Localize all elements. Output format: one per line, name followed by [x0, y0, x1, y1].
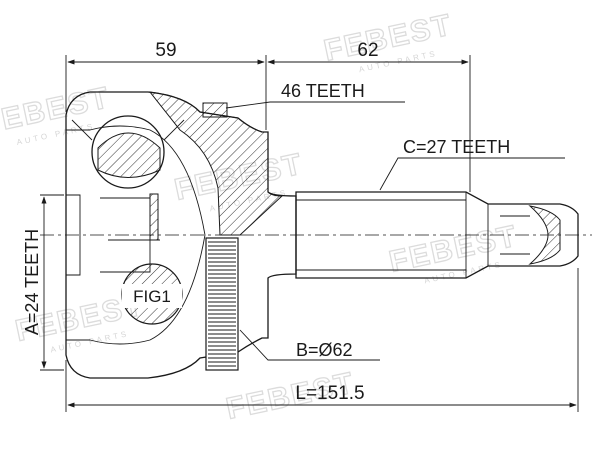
figure-label: FIG1	[133, 287, 171, 306]
abs-diameter-label: B=Ø62	[296, 340, 353, 360]
ball-cage	[71, 115, 185, 241]
fig1-section: FIG1	[121, 263, 183, 325]
inner-spline-label: C=27 TEETH	[403, 137, 510, 157]
overall-length-label: L=151.5	[295, 383, 364, 404]
dimension-62-label: 62	[357, 40, 378, 61]
abs-ring	[205, 237, 239, 371]
outer-housing	[65, 91, 297, 379]
outer-teeth-marker	[202, 102, 228, 118]
stub-shaft	[295, 191, 579, 279]
dimension-lines	[40, 55, 579, 412]
outer-teeth-label: 46 TEETH	[281, 81, 365, 101]
watermark-layer: FEBEST FEBEST FEBEST FEBEST FEBEST FEBES…	[0, 8, 521, 427]
dimension-59-label: 59	[155, 40, 176, 61]
side-spline-label: A=24 TEETH	[22, 229, 42, 335]
